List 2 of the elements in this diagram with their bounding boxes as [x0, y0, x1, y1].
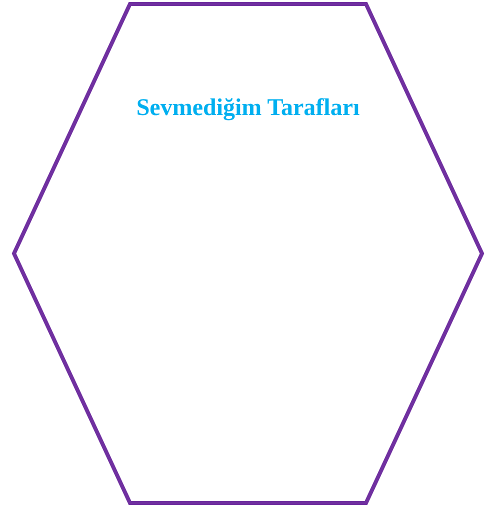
hexagon-title: Sevmediğim Tarafları [135, 95, 361, 122]
hexagon [12, 2, 484, 505]
